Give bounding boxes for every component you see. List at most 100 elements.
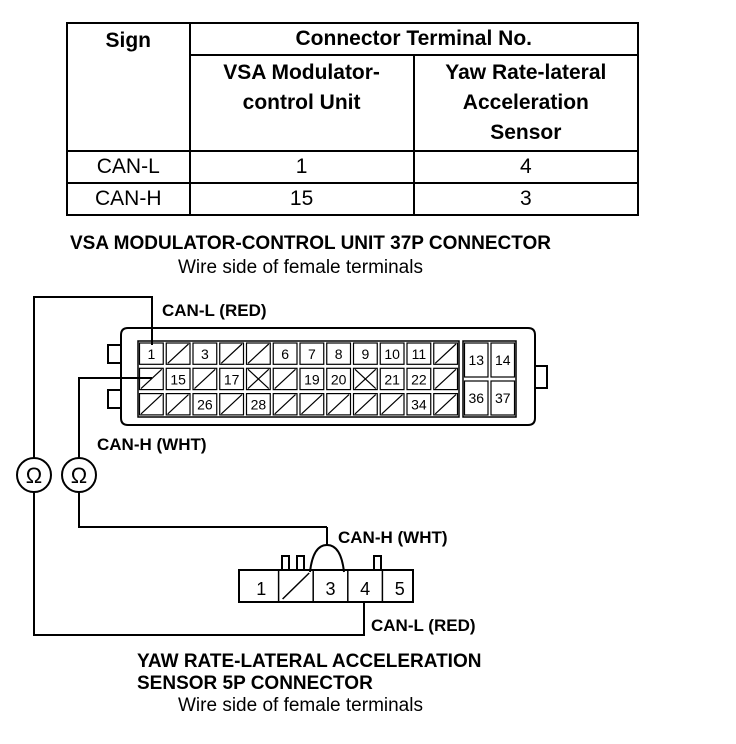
sensor-connector-latch-1 <box>281 555 290 571</box>
vsa-cavity <box>326 342 352 365</box>
vsa-cavity <box>379 342 405 365</box>
vsa-terminal-number: 14 <box>495 352 511 368</box>
vsa-terminal-number: 36 <box>468 390 484 406</box>
vsa-cavity-empty-mark <box>220 394 243 415</box>
vsa-cavity-empty-mark <box>434 368 457 390</box>
header-vsa-line1: VSA Modulator- <box>223 61 380 84</box>
header-connector-terminal: Connector Terminal No. <box>188 22 639 56</box>
table-row: CAN-L 1 4 <box>66 150 640 184</box>
vsa-cavity <box>406 342 432 365</box>
wire-can-l-lower <box>33 492 365 636</box>
vsa-cavity-empty-mark <box>327 394 350 415</box>
vsa-cavity <box>463 380 489 416</box>
vsa-cavity <box>165 342 191 365</box>
sensor-connector-title-line1: YAW RATE-LATERAL ACCELERATION <box>137 651 482 672</box>
sensor-terminal-number: 5 <box>395 579 405 599</box>
vsa-terminal-number: 1 <box>147 346 155 362</box>
signal-table: Sign Connector Terminal No. VSA Modulato… <box>66 22 640 216</box>
vsa-connector-title: VSA MODULATOR-CONTROL UNIT 37P CONNECTOR <box>70 233 552 254</box>
header-vsa-unit: VSA Modulator- control Unit <box>188 54 415 152</box>
vsa-cavity-empty-mark <box>140 394 163 415</box>
vsa-cavity <box>165 393 191 416</box>
sensor-terminal-number: 3 <box>325 579 335 599</box>
vsa-terminal-number: 10 <box>384 346 400 362</box>
wire-can-l <box>33 296 153 458</box>
vsa-cavity <box>326 393 352 416</box>
label-can-l-vsa: CAN-L (RED) <box>162 301 267 320</box>
vsa-cavity-empty-mark <box>354 394 377 415</box>
vsa-cavity <box>272 342 298 365</box>
vsa-terminal-number: 6 <box>281 346 289 362</box>
vsa-cavity-plug-mark <box>354 368 377 390</box>
vsa-terminal-number: 20 <box>331 371 347 387</box>
ohm-symbol-can-h: Ω <box>71 463 87 488</box>
vsa-terminal-number: 21 <box>384 371 400 387</box>
row-yaw-terminal: 3 <box>412 182 640 216</box>
header-yaw-sensor: Yaw Rate-lateral Acceleration Sensor <box>412 54 640 152</box>
vsa-cavity <box>490 380 516 416</box>
ohm-symbol-can-l: Ω <box>26 463 42 488</box>
vsa-cavity <box>165 367 191 391</box>
vsa-cavity <box>192 393 218 416</box>
vsa-cavity <box>463 342 489 378</box>
row-vsa-terminal: 1 <box>188 150 415 184</box>
row-sign: CAN-L <box>66 150 191 184</box>
vsa-connector-subtitle: Wire side of female terminals <box>178 257 423 278</box>
sensor-connector-title-line2: SENSOR 5P CONNECTOR <box>137 673 373 694</box>
sensor-cavity-empty-mark <box>282 572 310 600</box>
header-sign: Sign <box>66 22 191 152</box>
vsa-cavity <box>379 367 405 391</box>
vsa-cavity <box>138 393 164 416</box>
vsa-cavity-empty-mark <box>140 368 163 390</box>
row-sign: CAN-H <box>66 182 191 216</box>
vsa-cavity <box>219 393 245 416</box>
sensor-connector-subtitle: Wire side of female terminals <box>178 695 423 716</box>
vsa-cavity-empty-mark <box>167 343 189 364</box>
vsa-terminal-number: 28 <box>251 397 267 413</box>
vsa-terminal-number: 17 <box>224 371 240 387</box>
vsa-cavity <box>406 367 432 391</box>
vsa-terminal-number: 9 <box>361 346 369 362</box>
vsa-cavity <box>490 342 516 378</box>
vsa-terminal-number: 11 <box>412 346 427 362</box>
vsa-cavity <box>326 367 352 391</box>
sensor-connector-latch-2 <box>296 555 305 571</box>
vsa-terminal-number: 19 <box>304 371 320 387</box>
vsa-terminal-number: 22 <box>411 371 427 387</box>
vsa-cavity-empty-mark <box>274 394 296 415</box>
vsa-cavity <box>219 367 245 391</box>
label-can-l-sensor: CAN-L (RED) <box>371 616 476 635</box>
vsa-cavity <box>272 367 298 391</box>
row-vsa-terminal: 15 <box>188 182 415 216</box>
vsa-cavity-empty-mark <box>434 343 457 364</box>
row-yaw-terminal: 4 <box>412 150 640 184</box>
vsa-cavity <box>352 393 378 416</box>
vsa-cavity <box>352 342 378 365</box>
vsa-cavity <box>299 367 325 391</box>
vsa-connector-tab-right <box>534 365 548 389</box>
header-vsa-line2: control Unit <box>242 91 361 114</box>
vsa-cavity <box>433 342 459 365</box>
sensor-cavity-cells <box>277 570 384 602</box>
sensor-connector-latch-3 <box>373 555 382 571</box>
vsa-terminal-number: 7 <box>308 346 316 362</box>
header-yaw-line1: Yaw Rate-lateral <box>445 61 607 84</box>
label-can-h-vsa: CAN-H (WHT) <box>97 435 207 454</box>
vsa-cavity <box>433 367 459 391</box>
vsa-cavity-cells <box>138 342 516 416</box>
vsa-cavity-empty-mark <box>167 394 189 415</box>
sensor-terminal-number: 4 <box>360 579 370 599</box>
wire-can-h-lower <box>78 492 327 528</box>
vsa-cavity <box>406 393 432 416</box>
vsa-cavity <box>138 342 164 365</box>
vsa-terminal-number: 26 <box>197 397 213 413</box>
vsa-cavity-empty-mark <box>247 343 270 364</box>
table-row: CAN-H 15 3 <box>66 182 640 216</box>
vsa-terminal-number: 15 <box>170 371 186 387</box>
wire-can-h-loop <box>309 543 345 573</box>
vsa-cavity <box>379 393 405 416</box>
vsa-cavity <box>138 367 164 391</box>
vsa-cavity <box>299 393 325 416</box>
